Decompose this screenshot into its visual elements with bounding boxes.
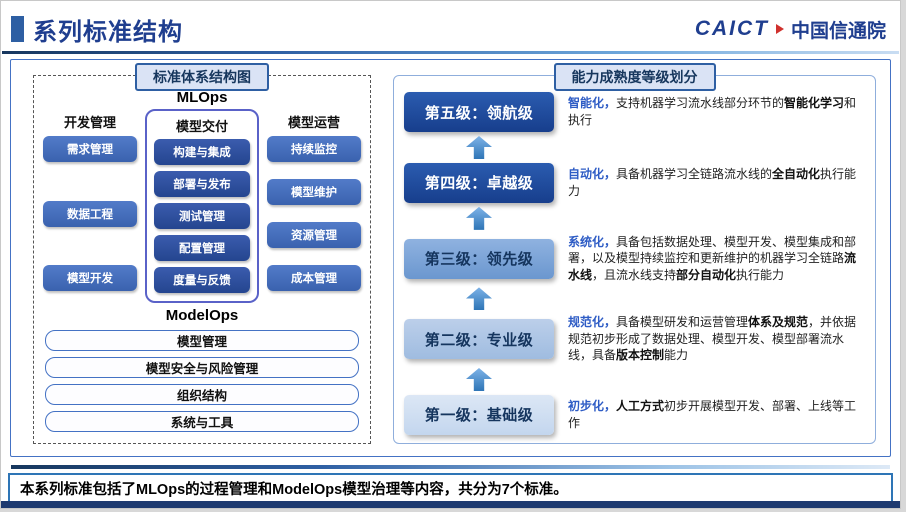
text-segment: 和执行 — [568, 96, 857, 127]
title-bar: 系列标准结构 CAICT 中国信通院 — [1, 1, 900, 51]
text-segment: 全自动化 — [772, 167, 821, 182]
modelops-bar: 模型安全与风险管理 — [45, 357, 359, 378]
process-chip: 需求管理 — [43, 136, 137, 162]
level-badge: 第三级：领先级 — [404, 238, 554, 279]
text-segment: 版本控制 — [616, 348, 665, 363]
caict-red-accent-icon — [775, 24, 784, 34]
footer-note: 本系列标准包括了MLOps的过程管理和ModelOps模型治理等内容，共分为7个… — [8, 473, 893, 504]
process-chip: 持续监控 — [267, 136, 361, 162]
process-chip: 测试管理 — [154, 203, 250, 229]
text-segment: 初步开展模型开发、部署、上线等工作 — [568, 399, 857, 430]
text-segment: 具备模型研发和运营管理 — [616, 315, 749, 330]
text-segment: 人工方式 — [616, 399, 665, 414]
modelops-bar: 系统与工具 — [45, 411, 359, 432]
column-title: 模型交付 — [175, 119, 228, 134]
modelops-label: ModelOps — [165, 307, 239, 324]
text-segment: 具备包括数据处理、模型开发、模型集成和部署，以及模型持续监控和更新维护的机器学习… — [568, 234, 857, 266]
up-arrow-icon — [466, 135, 492, 159]
page-title: 系列标准结构 — [33, 18, 183, 46]
text-segment: 初步化， — [568, 399, 617, 414]
footer-text: 本系列标准包括了MLOps的过程管理和ModelOps模型治理等内容，共分为7个… — [20, 482, 568, 498]
column-model-delivery: 模型交付 构建与集成 部署与发布 测试管理 配置管理 度量与反馈 — [145, 109, 259, 303]
level-row-5: 第五级：领航级 智能化，支持机器学习流水线部分环节的智能化学习和执行 — [404, 92, 865, 132]
process-chip: 构建与集成 — [154, 139, 250, 165]
text-segment: 智能化， — [568, 96, 617, 111]
level-row-3: 第三级：领先级 系统化，具备包括数据处理、模型开发、模型集成和部署，以及模型持续… — [404, 234, 865, 284]
column-items: 持续监控 模型维护 资源管理 成本管理 — [267, 133, 361, 303]
level-badge: 第一级：基础级 — [404, 394, 554, 435]
modelops-bar: 组织结构 — [45, 384, 359, 405]
text-segment: 具备机器学习全链路流水线的 — [616, 167, 773, 182]
column-model-operations: 模型运营 持续监控 模型维护 资源管理 成本管理 — [267, 109, 361, 303]
up-arrow-icon — [466, 287, 492, 311]
text-segment: 支持机器学习流水线部分环节的 — [616, 96, 785, 111]
process-chip: 部署与发布 — [154, 171, 250, 197]
standard-structure-panel: 标准体系结构图 MLOps 开发管理 需求管理 数据工程 模型开发 模型交付 构… — [33, 63, 371, 444]
text-segment: 体系及规范 — [748, 315, 809, 330]
text-segment: 执行能力 — [736, 267, 785, 282]
level-badge: 第五级：领航级 — [404, 92, 554, 132]
process-chip: 资源管理 — [267, 222, 361, 248]
column-items: 构建与集成 部署与发布 测试管理 配置管理 度量与反馈 — [154, 137, 250, 293]
arrow-row — [404, 367, 865, 391]
header-divider — [2, 51, 899, 54]
maturity-levels: 第五级：领航级 智能化，支持机器学习流水线部分环节的智能化学习和执行 第四级：卓… — [404, 92, 865, 435]
text-segment: 规范化， — [568, 315, 617, 330]
text-segment: 自动化， — [568, 167, 617, 182]
modelops-bars: 模型管理 模型安全与风险管理 组织结构 系统与工具 — [34, 330, 370, 443]
text-segment: 流水线 — [568, 251, 857, 282]
level-description: 规范化，具备模型研发和运营管理体系及规范，并依据规范初步形成了数据处理、模型开发… — [554, 314, 865, 364]
level-description: 自动化，具备机器学习全链路流水线的全自动化执行能力 — [554, 166, 865, 199]
modelops-bar: 模型管理 — [45, 330, 359, 351]
column-items: 需求管理 数据工程 模型开发 — [43, 133, 137, 303]
level-badge: 第二级：专业级 — [404, 319, 554, 360]
process-chip: 成本管理 — [267, 265, 361, 291]
text-segment: 能力 — [664, 348, 689, 363]
caict-logo-text: CAICT — [694, 17, 769, 40]
maturity-badge: 能力成熟度等级划分 — [553, 63, 716, 91]
title-bullet-icon — [11, 16, 24, 42]
arrow-row — [404, 287, 865, 311]
caict-logo-cn-text: 中国信通院 — [790, 20, 886, 42]
level-row-2: 第二级：专业级 规范化，具备模型研发和运营管理体系及规范，并依据规范初步形成了数… — [404, 314, 865, 364]
footer-divider — [11, 465, 890, 469]
up-arrow-icon — [466, 206, 492, 230]
process-chip: 数据工程 — [43, 200, 137, 227]
process-chip: 度量与反馈 — [154, 267, 250, 293]
column-title: 模型运营 — [287, 115, 340, 130]
arrow-row — [404, 206, 865, 230]
level-badge: 第四级：卓越级 — [404, 162, 554, 203]
arrow-row — [404, 135, 865, 159]
text-segment: ，并依据规范初步形成了数据处理、模型开发、模型部署流水线，具备 — [568, 315, 857, 363]
caict-logo: CAICT 中国信通院 — [695, 16, 886, 43]
process-chip: 模型维护 — [267, 179, 361, 205]
text-segment: 执行能力 — [568, 167, 857, 198]
level-row-1: 第一级：基础级 初步化，人工方式初步开展模型开发、部署、上线等工作 — [404, 394, 865, 435]
structure-badge: 标准体系结构图 — [135, 63, 269, 91]
bottom-bar — [1, 501, 900, 508]
process-chip: 模型开发 — [43, 265, 137, 291]
up-arrow-icon — [466, 367, 492, 391]
text-segment: 部分自动化 — [676, 267, 737, 282]
mlops-columns: 开发管理 需求管理 数据工程 模型开发 模型交付 构建与集成 部署与发布 测试管… — [34, 106, 370, 303]
level-description: 初步化，人工方式初步开展模型开发、部署、上线等工作 — [554, 398, 865, 431]
text-segment: 智能化学习 — [784, 96, 845, 111]
text-segment: ，且流水线支持 — [592, 267, 677, 282]
column-title: 开发管理 — [63, 115, 116, 130]
level-description: 智能化，支持机器学习流水线部分环节的智能化学习和执行 — [554, 95, 865, 128]
level-row-4: 第四级：卓越级 自动化，具备机器学习全链路流水线的全自动化执行能力 — [404, 162, 865, 203]
text-segment: 系统化， — [568, 234, 617, 249]
maturity-panel: 能力成熟度等级划分 第五级：领航级 智能化，支持机器学习流水线部分环节的智能化学… — [393, 63, 876, 444]
mlops-label: MLOps — [176, 89, 228, 106]
level-description: 系统化，具备包括数据处理、模型开发、模型集成和部署，以及模型持续监控和更新维护的… — [554, 234, 865, 284]
main-panel: 标准体系结构图 MLOps 开发管理 需求管理 数据工程 模型开发 模型交付 构… — [10, 59, 891, 457]
column-dev-management: 开发管理 需求管理 数据工程 模型开发 — [43, 109, 137, 303]
process-chip: 配置管理 — [154, 235, 250, 261]
